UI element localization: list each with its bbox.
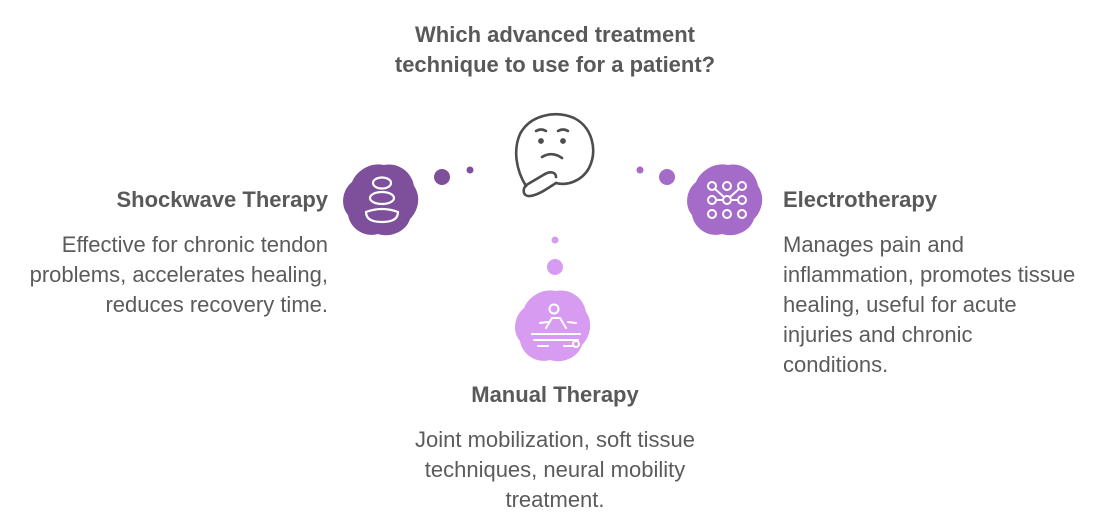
connector-dot-bottom-large: [547, 259, 563, 275]
shockwave-blob: [343, 164, 419, 236]
thinking-face-icon: [514, 113, 595, 198]
connector-dot-right-small: [636, 166, 644, 174]
electrotherapy-blob: [687, 164, 763, 236]
shockwave-title: Shockwave Therapy: [116, 187, 328, 212]
connector-dot-bottom-small: [551, 236, 559, 244]
circuit-nodes-icon: [707, 181, 747, 219]
manual-therapy-description: Joint mobilization, soft tissue techniqu…: [414, 427, 696, 512]
manual-therapy-title: Manual Therapy: [471, 382, 639, 407]
manual-therapy-blob: [515, 290, 591, 362]
question-line-1: Which advanced treatment: [415, 22, 695, 47]
electrotherapy-description: Manages pain and inflammation, promotes …: [783, 232, 1076, 377]
shockwave-description: Effective for chronic tendon problems, a…: [29, 232, 328, 317]
electrotherapy-title: Electrotherapy: [783, 187, 938, 212]
connector-dot-right-large: [659, 169, 675, 185]
diagram-question: Which advanced treatment technique to us…: [355, 20, 755, 80]
massage-table-icon: [531, 303, 581, 348]
question-line-2: technique to use for a patient?: [394, 52, 716, 77]
connector-dot-left-large: [434, 169, 450, 185]
stacked-stones-icon: [364, 176, 400, 224]
connector-dot-left-small: [466, 166, 474, 174]
